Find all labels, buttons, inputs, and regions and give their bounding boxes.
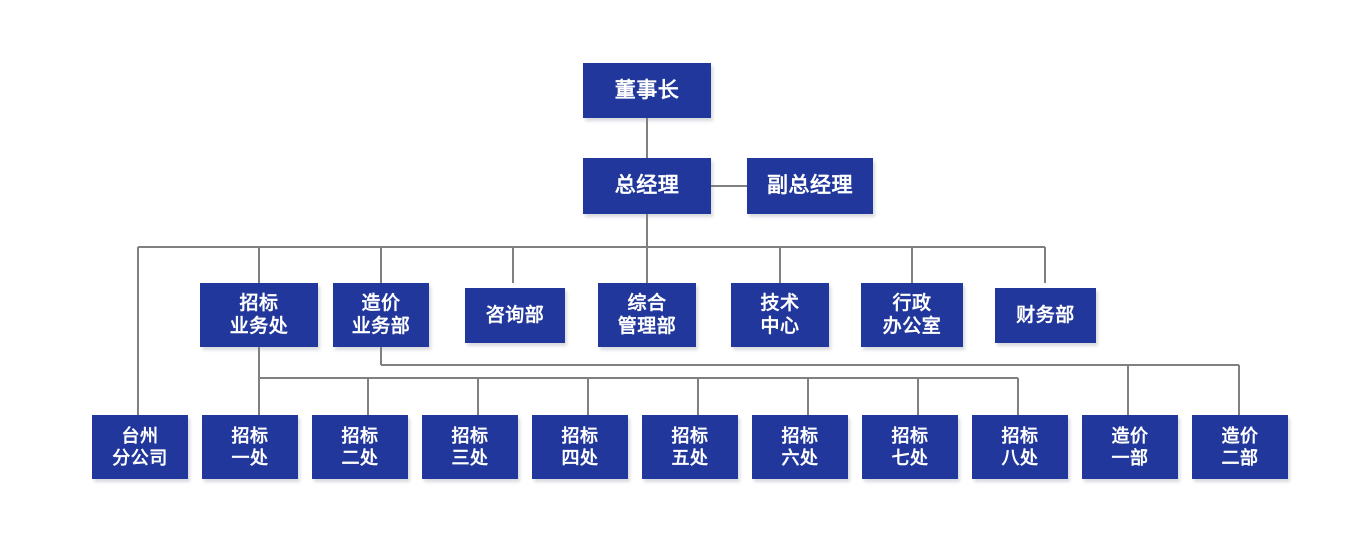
node-unit-cost-2-line-0: 造价	[1221, 426, 1259, 446]
node-unit-tender-1[interactable]: 招标 一处	[202, 415, 298, 479]
node-unit-tender-5-line-0: 招标	[671, 426, 709, 446]
node-deputy-general-manager-line-0: 副总经理	[767, 174, 853, 197]
node-dept-finance[interactable]: 财务部	[995, 288, 1096, 343]
node-unit-tender-2-line-0: 招标	[341, 426, 379, 446]
node-dept-administration-office[interactable]: 行政 办公室	[861, 283, 963, 347]
node-unit-tender-2[interactable]: 招标 二处	[312, 415, 408, 479]
node-unit-tender-3-line-0: 招标	[451, 426, 489, 446]
node-unit-tender-5-line-1: 五处	[671, 448, 709, 468]
node-unit-tender-8-line-0: 招标	[1001, 426, 1039, 446]
node-unit-tender-3-line-1: 三处	[451, 448, 489, 468]
node-unit-tender-1-line-1: 一处	[231, 448, 269, 468]
node-unit-cost-2-line-1: 二部	[1221, 448, 1259, 468]
node-general-manager-line-0: 总经理	[614, 174, 680, 197]
node-unit-taizhou-branch-line-0: 台州	[121, 426, 159, 446]
node-dept-cost-business[interactable]: 造价 业务部	[333, 283, 429, 347]
node-unit-tender-6[interactable]: 招标 六处	[752, 415, 848, 479]
node-chairman[interactable]: 董事长	[583, 63, 711, 118]
node-dept-tender-business-line-1: 业务处	[229, 316, 289, 337]
node-dept-cost-business-line-0: 造价	[361, 293, 401, 314]
node-dept-general-management-line-1: 管理部	[617, 316, 677, 337]
node-unit-tender-8[interactable]: 招标 八处	[972, 415, 1068, 479]
node-deputy-general-manager[interactable]: 副总经理	[747, 158, 873, 214]
node-dept-general-management-line-0: 综合	[627, 293, 667, 314]
node-dept-cost-business-line-1: 业务部	[351, 316, 411, 337]
node-unit-tender-6-line-1: 六处	[781, 448, 819, 468]
node-unit-tender-8-line-1: 八处	[1001, 448, 1039, 468]
node-dept-consulting[interactable]: 咨询部	[465, 288, 565, 343]
node-dept-tender-business-line-0: 招标	[239, 293, 279, 314]
node-unit-cost-2[interactable]: 造价 二部	[1192, 415, 1288, 479]
node-unit-cost-1-line-1: 一部	[1111, 448, 1149, 468]
node-unit-tender-7-line-0: 招标	[891, 426, 929, 446]
node-unit-cost-1[interactable]: 造价 一部	[1082, 415, 1178, 479]
node-unit-taizhou-branch-line-1: 分公司	[112, 448, 168, 468]
node-unit-tender-1-line-0: 招标	[231, 426, 269, 446]
node-dept-tender-business[interactable]: 招标 业务处	[200, 283, 318, 347]
node-unit-tender-2-line-1: 二处	[341, 448, 379, 468]
node-unit-tender-5[interactable]: 招标 五处	[642, 415, 738, 479]
node-dept-technology-center-line-1: 中心	[760, 316, 800, 337]
node-unit-tender-4-line-0: 招标	[561, 426, 599, 446]
node-unit-tender-4-line-1: 四处	[561, 448, 599, 468]
node-dept-general-management[interactable]: 综合 管理部	[598, 283, 696, 347]
node-unit-tender-6-line-0: 招标	[781, 426, 819, 446]
node-unit-tender-4[interactable]: 招标 四处	[532, 415, 628, 479]
node-general-manager[interactable]: 总经理	[583, 158, 711, 214]
node-unit-cost-1-line-0: 造价	[1111, 426, 1149, 446]
node-chairman-line-0: 董事长	[614, 78, 680, 102]
node-dept-administration-office-line-1: 办公室	[882, 316, 942, 337]
node-unit-tender-7[interactable]: 招标 七处	[862, 415, 958, 479]
node-dept-finance-line-0: 财务部	[1016, 305, 1075, 326]
node-dept-administration-office-line-0: 行政	[892, 293, 932, 314]
node-unit-tender-7-line-1: 七处	[891, 448, 929, 468]
node-dept-consulting-line-0: 咨询部	[485, 305, 545, 326]
node-dept-technology-center[interactable]: 技术 中心	[731, 283, 829, 347]
node-unit-tender-3[interactable]: 招标 三处	[422, 415, 518, 479]
node-dept-technology-center-line-0: 技术	[760, 293, 800, 314]
node-unit-taizhou-branch[interactable]: 台州 分公司	[92, 415, 188, 479]
